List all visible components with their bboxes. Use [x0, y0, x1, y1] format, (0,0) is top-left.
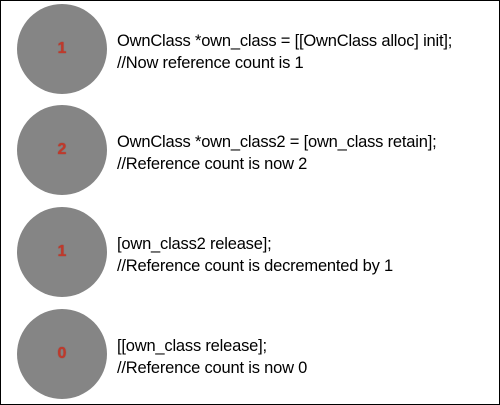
code-block: OwnClass *own_class = [[OwnClass alloc] …: [117, 30, 497, 74]
code-block: OwnClass *own_class2 = [own_class retain…: [117, 131, 497, 175]
reference-count-circle: 1: [17, 207, 107, 297]
step-3: 1 [own_class2 release]; //Reference coun…: [1, 207, 499, 297]
step-4: 0 [[own_class release]; //Reference coun…: [1, 309, 499, 399]
step-1: 1 OwnClass *own_class = [[OwnClass alloc…: [1, 4, 499, 94]
reference-count-circle: 1: [17, 4, 107, 94]
code-statement: [[own_class release];: [117, 337, 267, 355]
reference-count-value: 0: [57, 345, 67, 362]
code-statement: OwnClass *own_class2 = [own_class retain…: [117, 133, 437, 151]
code-comment: //Reference count is decremented by 1: [117, 257, 394, 275]
step-2: 2 OwnClass *own_class2 = [own_class reta…: [1, 105, 499, 195]
code-statement: [own_class2 release];: [117, 235, 272, 253]
reference-count-value: 1: [57, 40, 67, 57]
code-block: [[own_class release]; //Reference count …: [117, 335, 497, 379]
code-comment: //Reference count is now 2: [117, 155, 308, 173]
code-block: [own_class2 release]; //Reference count …: [117, 233, 497, 277]
code-comment: //Reference count is now 0: [117, 359, 308, 377]
reference-count-value: 2: [57, 141, 67, 158]
reference-count-circle: 0: [17, 309, 107, 399]
reference-count-value: 1: [57, 243, 67, 260]
code-statement: OwnClass *own_class = [[OwnClass alloc] …: [117, 32, 453, 50]
code-comment: //Now reference count is 1: [117, 54, 304, 72]
reference-count-circle: 2: [17, 105, 107, 195]
